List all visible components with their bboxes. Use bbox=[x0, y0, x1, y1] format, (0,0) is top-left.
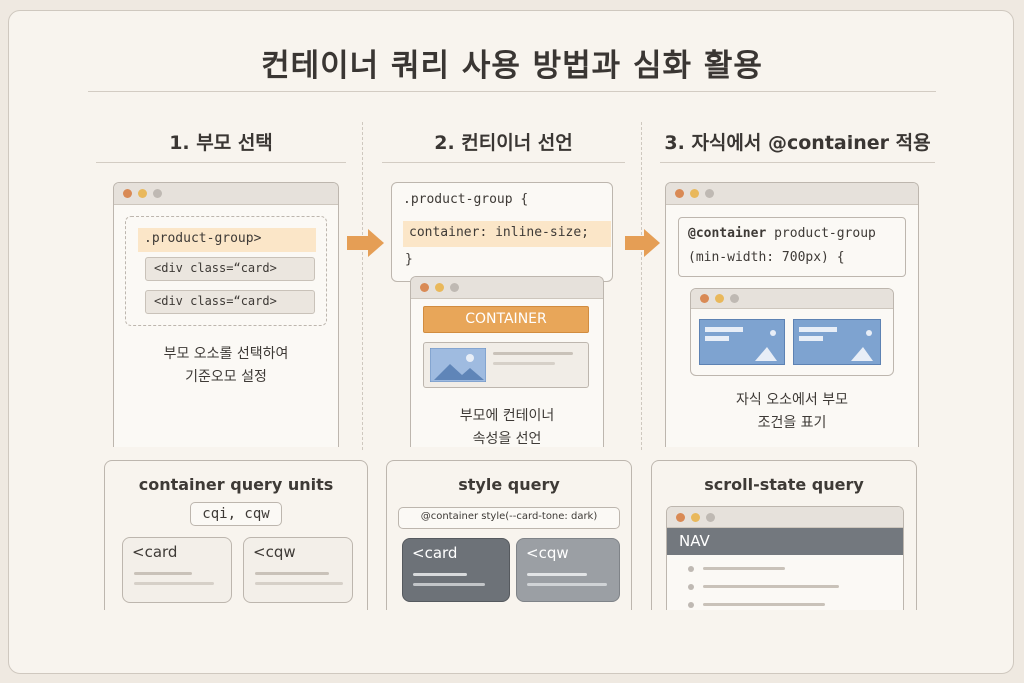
text-line bbox=[413, 573, 467, 576]
column-divider bbox=[362, 122, 363, 450]
step-2-caption-line1: 부모에 컨테이너 bbox=[459, 408, 555, 424]
card-label: <cqw bbox=[253, 543, 296, 561]
step-1-window bbox=[113, 182, 339, 447]
arrow-right-icon bbox=[625, 236, 645, 250]
page-title: 컨테이너 쿼리 사용 방법과 심화 활용 bbox=[261, 48, 763, 84]
blue-card-icon bbox=[699, 319, 785, 365]
container-query-code-box bbox=[678, 217, 906, 277]
step-2-rule bbox=[382, 162, 625, 163]
window-dot-icon bbox=[153, 189, 162, 198]
step-1-rule bbox=[96, 162, 346, 163]
container-at-rule: @container product-group bbox=[688, 226, 876, 241]
card-label: <cqw bbox=[526, 544, 569, 562]
window-dot-icon bbox=[706, 512, 715, 522]
text-line bbox=[527, 573, 587, 576]
arrow-right-icon bbox=[368, 229, 384, 257]
column-divider bbox=[641, 122, 642, 450]
sticky-nav-bar: NAV bbox=[667, 528, 903, 555]
window-dot-icon bbox=[705, 189, 714, 198]
image-placeholder-icon bbox=[430, 348, 486, 382]
window-dot-icon bbox=[676, 512, 685, 522]
window-dot-icon bbox=[450, 283, 459, 292]
window-dot-icon bbox=[420, 283, 429, 292]
child-div-code: <div class=“card> bbox=[145, 290, 315, 314]
window-titlebar bbox=[667, 507, 903, 528]
scroll-window bbox=[666, 506, 904, 610]
container-condition: (min-width: 700px) { bbox=[688, 250, 845, 265]
window-dot-icon bbox=[690, 189, 699, 198]
parent-selector-code: .product-group> bbox=[138, 228, 316, 252]
container-badge: CONTAINER bbox=[423, 306, 589, 333]
text-line bbox=[703, 567, 785, 570]
window-dot-icon bbox=[700, 294, 709, 303]
style-query-heading: style query bbox=[458, 475, 560, 494]
css-rule-close: } bbox=[405, 252, 413, 267]
step-1-caption-line1: 부모 오소롤 선택하여 bbox=[163, 346, 289, 362]
window-dot-icon bbox=[123, 189, 132, 198]
window-dot-icon bbox=[675, 189, 684, 198]
arrow-right-icon bbox=[347, 236, 369, 250]
css-rule-open: .product-group { bbox=[403, 192, 529, 207]
css-container-property: container: inline-size; bbox=[403, 221, 611, 247]
text-line bbox=[255, 572, 329, 575]
window-titlebar bbox=[114, 183, 338, 205]
step-3-heading: 3. 자식에서 @container 적용 bbox=[664, 132, 931, 154]
text-line bbox=[413, 583, 485, 586]
text-line bbox=[134, 582, 214, 585]
units-panel-heading: container query units bbox=[138, 475, 334, 494]
style-query-tag: @container style(--card-tone: dark) bbox=[398, 507, 620, 529]
step-3-caption-line1: 자식 오소에서 부모 bbox=[736, 392, 848, 408]
text-line bbox=[255, 582, 343, 585]
step-3-rule bbox=[660, 162, 935, 163]
text-line bbox=[527, 583, 607, 586]
step-3-caption-line2: 조건을 표기 bbox=[757, 415, 827, 431]
window-titlebar bbox=[411, 277, 603, 299]
text-line bbox=[703, 585, 839, 588]
window-dot-icon bbox=[730, 294, 739, 303]
bullet-icon bbox=[688, 566, 694, 572]
card-label: <card bbox=[132, 543, 178, 561]
window-dot-icon bbox=[691, 512, 700, 522]
child-div-code: <div class=“card> bbox=[145, 257, 315, 281]
parent-dashed-outline bbox=[125, 216, 327, 326]
title-divider bbox=[88, 91, 936, 92]
bullet-icon bbox=[688, 602, 694, 608]
dark-card-preview bbox=[402, 538, 510, 602]
arrow-right-icon bbox=[644, 229, 660, 257]
card-preview bbox=[122, 537, 232, 603]
window-dot-icon bbox=[435, 283, 444, 292]
text-line bbox=[134, 572, 192, 575]
container-name: product-group bbox=[766, 226, 876, 241]
step-1-heading: 1. 부모 선택 bbox=[169, 132, 273, 154]
card-label: <card bbox=[412, 544, 458, 562]
window-dot-icon bbox=[138, 189, 147, 198]
text-line bbox=[703, 603, 825, 606]
text-line bbox=[493, 362, 555, 365]
window-titlebar bbox=[666, 183, 918, 205]
step-2-caption-line2: 속성을 선언 bbox=[472, 431, 542, 447]
scroll-state-heading: scroll-state query bbox=[704, 475, 864, 494]
step-2-heading: 2. 컨티이너 선언 bbox=[434, 132, 573, 154]
gray-card-preview bbox=[516, 538, 620, 602]
window-titlebar bbox=[691, 289, 893, 309]
card-preview bbox=[243, 537, 353, 603]
text-line bbox=[493, 352, 573, 355]
bullet-icon bbox=[688, 584, 694, 590]
step-1-caption-line2: 기준오모 설정 bbox=[185, 369, 267, 385]
at-container-keyword: @container bbox=[688, 226, 767, 241]
blue-card-icon bbox=[793, 319, 881, 365]
units-tag: cqi, cqw bbox=[190, 502, 282, 526]
window-dot-icon bbox=[715, 294, 724, 303]
